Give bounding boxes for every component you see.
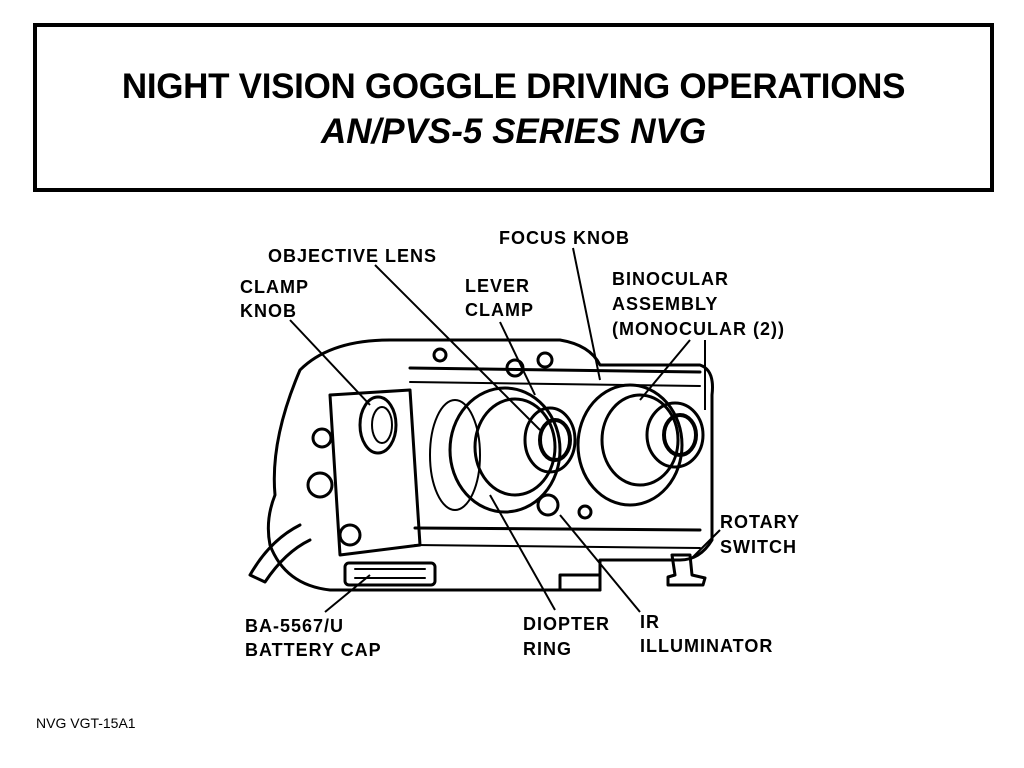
label-clamp-knob-line2: KNOB <box>240 301 297 321</box>
left-monocular <box>429 386 577 514</box>
label-diopter-ring-line2: RING <box>523 639 572 659</box>
label-battery-cap-line2: BATTERY CAP <box>245 640 382 660</box>
label-battery-cap-line1: BA-5567/U <box>245 616 344 636</box>
leader-clamp-knob <box>289 319 371 406</box>
right-monocular <box>576 383 705 507</box>
leader-battery-cap <box>324 574 371 613</box>
leader-objective-lens <box>374 264 541 431</box>
leader-rotary-switch <box>689 529 721 561</box>
label-diopter-ring-line1: DIOPTER <box>523 614 610 634</box>
label-rotary-switch-line2: SWITCH <box>720 537 797 557</box>
side-panel <box>328 388 422 557</box>
strap-handle <box>248 523 312 584</box>
label-lever-clamp-line1: LEVER <box>465 276 530 296</box>
label-focus-knob: FOCUS KNOB <box>499 228 630 248</box>
label-lever-clamp-line2: CLAMP <box>465 300 534 320</box>
slide-subtitle: AN/PVS-5 SERIES NVG <box>320 112 707 151</box>
leader-ir-illuminator <box>559 514 641 613</box>
callout-labels: OBJECTIVE LENS FOCUS KNOB CLAMP KNOB LEV… <box>240 228 800 660</box>
title-box: NIGHT VISION GOGGLE DRIVING OPERATIONS A… <box>33 23 994 192</box>
clamp-knob-shape <box>358 395 398 455</box>
label-rotary-switch-line1: ROTARY <box>720 512 800 532</box>
leader-lever-clamp <box>499 321 536 396</box>
battery-cap-shape <box>343 561 437 587</box>
footer-code: NVG VGT-15A1 <box>36 715 136 731</box>
leader-focus-knob <box>572 247 601 381</box>
label-binocular-line1: BINOCULAR <box>612 269 729 289</box>
leader-diopter-ring <box>489 494 556 611</box>
label-ir-illuminator-line2: ILLUMINATOR <box>640 636 773 656</box>
rotary-switch-shape <box>666 553 707 587</box>
leader-binocular-1 <box>639 339 691 401</box>
goggle-illustration <box>248 338 714 592</box>
slide-title: NIGHT VISION GOGGLE DRIVING OPERATIONS <box>121 67 906 106</box>
label-binocular-line2: ASSEMBLY <box>612 294 718 314</box>
label-ir-illuminator-line1: IR <box>640 612 660 632</box>
label-binocular-line3: (MONOCULAR (2)) <box>612 319 785 339</box>
label-clamp-knob-line1: CLAMP <box>240 277 309 297</box>
leader-lines <box>289 247 721 613</box>
label-objective-lens: OBJECTIVE LENS <box>268 246 437 266</box>
